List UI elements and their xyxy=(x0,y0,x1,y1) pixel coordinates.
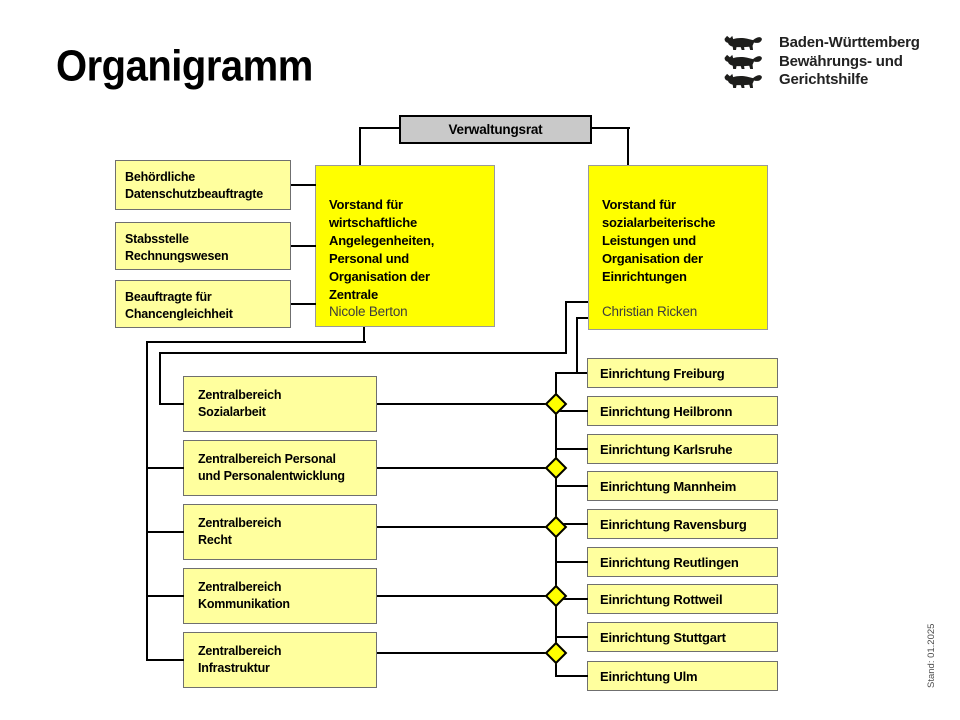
version-note: Stand: 01.2025 xyxy=(926,623,937,688)
box-einrichtung-ravensburg: Einrichtung Ravensburg xyxy=(587,509,778,539)
connector-line xyxy=(291,303,316,305)
box-einrichtung-karlsruhe: Einrichtung Karlsruhe xyxy=(587,434,778,464)
box-einrichtung-ulm: Einrichtung Ulm xyxy=(587,661,778,691)
connector-line xyxy=(377,526,556,528)
connector-line xyxy=(377,595,556,597)
connector-line xyxy=(146,341,148,661)
connector-line xyxy=(555,675,588,677)
box-stabsstelle-rechnungswesen: Stabsstelle Rechnungswesen xyxy=(115,222,291,270)
connector-line xyxy=(555,485,588,487)
box-zentralbereich-personal: Zentralbereich Personal und Personalentw… xyxy=(183,440,377,496)
vorstand-wirtschaft-name: Nicole Berton xyxy=(329,304,408,319)
vorstand-sozial-title: Vorstand für sozialarbeiterische Leistun… xyxy=(602,197,716,284)
lion-icon xyxy=(724,54,762,69)
box-zentralbereich-recht: Zentralbereich Recht xyxy=(183,504,377,560)
vorstand-wirtschaft-title: Vorstand für wirtschaftliche Angelegenhe… xyxy=(329,197,435,302)
connector-line xyxy=(291,245,316,247)
connector-line xyxy=(555,448,588,450)
connector-line xyxy=(146,467,184,469)
connector-line xyxy=(555,636,588,638)
connector-line xyxy=(576,317,588,319)
junction-diamond xyxy=(544,456,568,480)
page-title: Organigramm xyxy=(56,42,313,91)
connector-line xyxy=(377,403,556,405)
connector-line xyxy=(377,467,556,469)
connector-line xyxy=(377,652,556,654)
box-vorstand-sozial: Vorstand für sozialarbeiterische Leistun… xyxy=(588,165,768,330)
box-einrichtung-reutlingen: Einrichtung Reutlingen xyxy=(587,547,778,577)
connector-line xyxy=(291,184,316,186)
box-verwaltungsrat: Verwaltungsrat xyxy=(399,115,592,144)
box-zentralbereich-sozialarbeit: Zentralbereich Sozialarbeit xyxy=(183,376,377,432)
connector-line xyxy=(146,659,184,661)
lion-icon xyxy=(724,35,762,50)
connector-line xyxy=(555,523,588,525)
logo-line-3: Gerichtshilfe xyxy=(779,71,869,88)
box-beauftragte-chancengleichheit: Beauftragte für Chancengleichheit xyxy=(115,280,291,328)
logo-line-1: Baden-Württemberg xyxy=(779,34,920,51)
connector-line xyxy=(146,595,184,597)
logo-wordmark: Baden-Württemberg Bewährungs- und Gerich… xyxy=(779,34,920,90)
connector-line xyxy=(592,127,630,129)
connector-line xyxy=(576,317,578,374)
connector-line xyxy=(360,127,400,129)
box-einrichtung-stuttgart: Einrichtung Stuttgart xyxy=(587,622,778,652)
connector-line xyxy=(565,301,567,354)
box-vorstand-wirtschaft: Vorstand für wirtschaftliche Angelegenhe… xyxy=(315,165,495,327)
connector-line xyxy=(159,403,184,405)
junction-diamond xyxy=(544,584,568,608)
connector-line xyxy=(146,531,184,533)
connector-line xyxy=(565,301,588,303)
connector-line xyxy=(555,372,587,374)
box-zentralbereich-infrastruktur: Zentralbereich Infrastruktur xyxy=(183,632,377,688)
box-einrichtung-freiburg: Einrichtung Freiburg xyxy=(587,358,778,388)
box-einrichtung-rottweil: Einrichtung Rottweil xyxy=(587,584,778,614)
connector-line xyxy=(146,341,366,343)
vorstand-sozial-name: Christian Ricken xyxy=(602,304,698,319)
connector-line xyxy=(627,127,629,165)
connector-line xyxy=(359,127,361,165)
junction-diamond xyxy=(544,515,568,539)
connector-line xyxy=(159,352,567,354)
box-zentralbereich-kommunikation: Zentralbereich Kommunikation xyxy=(183,568,377,624)
bw-lions-icon xyxy=(722,33,768,90)
connector-line xyxy=(159,352,161,405)
logo-line-2: Bewährungs- und xyxy=(779,52,903,70)
connector-line xyxy=(555,598,588,600)
lion-icon xyxy=(724,73,762,88)
box-einrichtung-heilbronn: Einrichtung Heilbronn xyxy=(587,396,778,426)
connector-line xyxy=(555,410,588,412)
box-einrichtung-mannheim: Einrichtung Mannheim xyxy=(587,471,778,501)
connector-line xyxy=(555,561,588,563)
box-datenschutzbeauftragte: Behördliche Datenschutzbeauftragte xyxy=(115,160,291,210)
junction-diamond xyxy=(544,641,568,665)
connector-line xyxy=(363,327,365,343)
